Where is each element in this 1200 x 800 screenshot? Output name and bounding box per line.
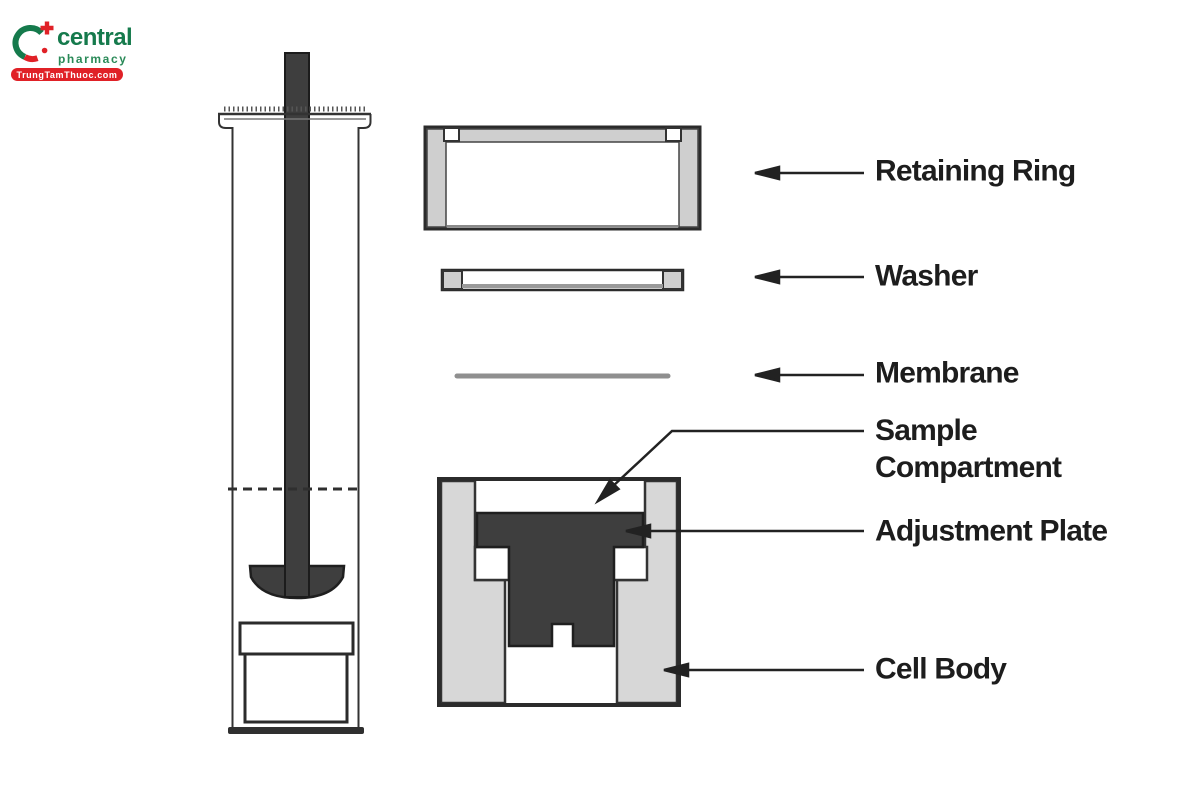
brand-badge: TrungTamThuoc.com [11,68,123,81]
dissolution-vessel-drawing [218,52,372,734]
label-cell-body: Cell Body [875,652,1007,686]
washer-arrow [754,269,864,285]
vessel-right-wall [357,114,372,729]
sample-compartment-arrow [594,429,864,505]
seated-cell-top-shape [238,621,355,656]
brand-name: central [57,24,133,51]
leader-arrows [594,165,864,678]
right-groove [611,545,649,582]
label-sample-compartment-line1: Sample [875,414,978,447]
label-retaining-ring: Retaining Ring [875,154,1076,188]
left-groove [473,545,511,582]
brand-subtitle: pharmacy [58,52,128,66]
retaining-ring-drawing [423,125,702,231]
cell-body-drawing [437,477,681,707]
vessel-bottom-shape [228,727,364,734]
vessel-left-wall [218,114,234,729]
adjustment-plate-shape [475,511,645,648]
adjustment-plate-arrow [625,523,864,539]
label-sample-compartment: Sample Compartment [875,412,1062,486]
label-washer: Washer [875,259,978,293]
shaft-shape [284,52,310,598]
washer-drawing [440,268,685,292]
label-membrane: Membrane [875,356,1019,390]
seated-cell-body-shape [243,652,349,724]
retaining-ring-arrow [754,165,864,181]
label-adjustment-plate: Adjustment Plate [875,514,1108,548]
brand-badge-text: TrungTamThuoc.com [16,69,118,80]
membrane-arrow [754,367,864,383]
cell-body-arrow [663,662,864,678]
label-sample-compartment-line2: Compartment [875,451,1062,484]
central-pharmacy-logo-icon [12,21,54,63]
